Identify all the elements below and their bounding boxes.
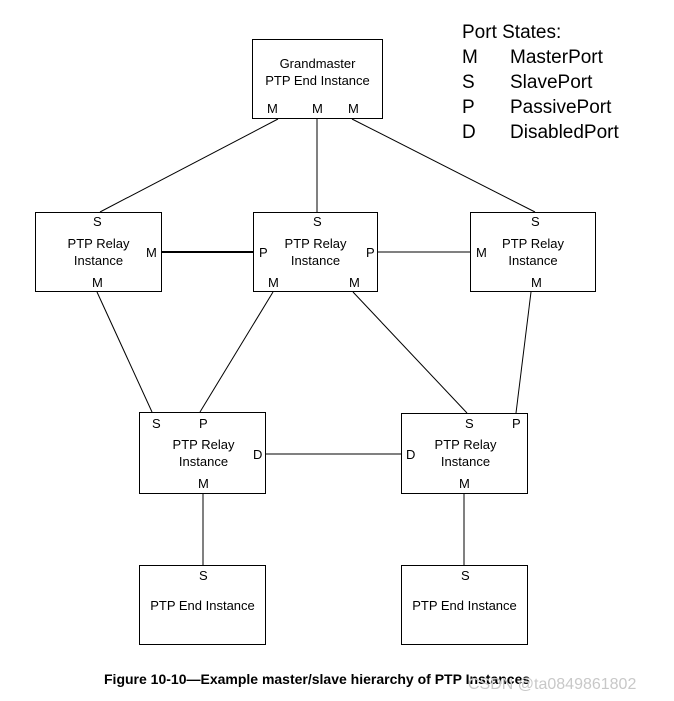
legend-name: MasterPort [510,47,603,68]
grandmaster-port-2: M [312,101,323,116]
relay-right-port-left: M [476,245,487,260]
relay-lower-left-box: S P PTP Relay Instance D M [139,412,266,494]
grandmaster-port-1: M [267,101,278,116]
relay-center-port-top: S [313,214,322,229]
legend-name: DisabledPort [510,122,619,143]
relay-center-box: S PTP Relay Instance P P M M [253,212,378,292]
legend-item: M MasterPort [462,45,603,70]
relay-right-line1: PTP Relay [502,236,564,251]
relay-center-port-left: P [259,245,268,260]
relay-left-port-top: S [93,214,102,229]
relay-lower-left-line1: PTP Relay [172,437,235,452]
grandmaster-line2: PTP End Instance [265,73,370,88]
relay-lower-right-port-left: D [406,447,416,462]
relay-left-box: S PTP Relay Instance M M [35,212,162,292]
relay-center-line1: PTP Relay [284,236,347,251]
relay-lower-left-port-top-right: P [199,416,208,431]
relay-right-port-top: S [531,214,540,229]
link-right-lowerright [515,291,532,414]
legend-code: S [462,72,475,93]
link-gm-right [351,118,536,213]
port-states-legend: Port States: M MasterPort S SlavePort P … [462,20,619,145]
link-center-lowerright [352,291,468,414]
legend-title: Port States: [462,22,562,43]
legend-code: P [462,97,475,118]
legend-item: S SlavePort [462,70,592,95]
relay-left-line2: Instance [73,253,124,268]
relay-left-port-right: M [146,245,157,260]
end-left-box: S PTP End Instance [139,565,266,645]
relay-center-port-bottom-left: M [268,275,279,290]
relay-lower-right-line2: Instance [440,454,491,469]
legend-item: P PassivePort [462,95,611,120]
relay-lower-left-port-bottom: M [198,476,209,491]
end-right-box: S PTP End Instance [401,565,528,645]
relay-lower-right-port-top-right: P [512,416,521,431]
relay-center-line2: Instance [290,253,341,268]
relay-center-port-bottom-right: M [349,275,360,290]
link-left-lowerleft [96,291,153,413]
relay-lower-right-line1: PTP Relay [434,437,497,452]
relay-lower-right-box: S P PTP Relay Instance D M [401,413,528,494]
link-center-lowerleft [199,291,274,413]
legend-name: SlavePort [510,72,593,93]
relay-right-line2: Instance [508,253,558,268]
end-right-label: PTP End Instance [412,598,517,613]
end-right-port-top: S [461,568,470,583]
legend-code: M [462,47,478,68]
watermark: CSDN @ta0849861802 [468,676,637,693]
relay-lower-left-line2: Instance [178,454,229,469]
relay-left-line1: PTP Relay [67,236,130,251]
legend-name: PassivePort [510,97,612,118]
grandmaster-port-3: M [348,101,359,116]
relay-lower-right-port-top-left: S [465,416,474,431]
relay-lower-right-port-bottom: M [459,476,470,491]
relay-right-port-bottom: M [531,275,542,290]
grandmaster-box: Grandmaster PTP End Instance M M M [252,39,383,119]
figure-caption: Figure 10-10—Example master/slave hierar… [104,671,531,687]
end-left-label: PTP End Instance [150,598,255,613]
relay-center-port-right: P [366,245,375,260]
relay-lower-left-port-top-left: S [152,416,161,431]
legend-item: D DisabledPort [462,120,619,145]
legend-code: D [462,122,476,143]
grandmaster-line1: Grandmaster [279,56,356,71]
relay-left-port-bottom: M [92,275,103,290]
relay-right-box: S PTP Relay Instance M M [470,212,596,292]
end-left-port-top: S [199,568,208,583]
relay-lower-left-port-right: D [253,447,263,462]
link-gm-left [99,118,279,213]
